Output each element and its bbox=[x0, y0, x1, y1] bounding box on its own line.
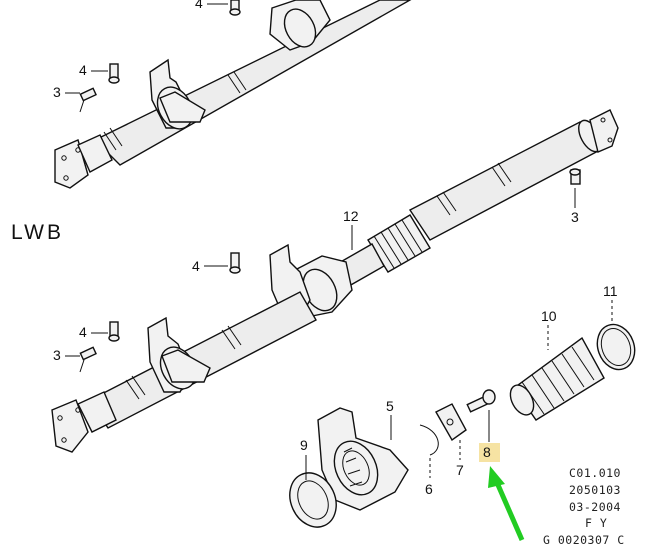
callout-12: 12 bbox=[343, 208, 359, 224]
callout-top-4b: 4 bbox=[195, 0, 203, 11]
part-6-clip: 6 bbox=[419, 424, 439, 497]
callout-8: 8 bbox=[483, 444, 491, 460]
callout-mid-4a: 4 bbox=[192, 258, 200, 274]
lwb-rear-flange-yoke bbox=[51, 391, 117, 453]
top-callouts: 4 4 3 bbox=[53, 0, 228, 100]
front-bolt-3 bbox=[569, 168, 581, 185]
part-11-clip: 11 bbox=[596, 283, 636, 371]
callout-top-4a: 4 bbox=[79, 62, 87, 78]
callout-11: 11 bbox=[603, 283, 618, 299]
ref-code-2: 2050103 bbox=[569, 483, 621, 497]
section-label-lwb: LWB bbox=[11, 221, 64, 244]
top-bolt-3 bbox=[79, 87, 97, 113]
part-10-gaiter: 10 bbox=[509, 308, 605, 421]
ref-code-1: C01.010 bbox=[569, 466, 621, 480]
lwb-propshaft bbox=[51, 109, 619, 453]
callout-top-3: 3 bbox=[53, 84, 61, 100]
lwb-front-flange bbox=[589, 109, 619, 153]
lwb-bolt-3 bbox=[79, 346, 97, 373]
lwb-callouts: 3 12 4 4 3 bbox=[53, 188, 579, 363]
ref-code-5: G 0020307 C bbox=[543, 533, 625, 547]
top-bolt-4b bbox=[229, 0, 241, 16]
top-bolt-4a bbox=[108, 63, 120, 84]
lwb-bolt-4-lower bbox=[108, 321, 120, 342]
lwb-bolt-4-upper bbox=[229, 252, 241, 274]
callout-8-highlight bbox=[479, 443, 500, 462]
lwb-upper-joint bbox=[287, 255, 353, 319]
ref-code-4: F Y bbox=[585, 516, 607, 530]
part-7-washer: 7 bbox=[435, 403, 467, 478]
callout-10: 10 bbox=[541, 308, 557, 324]
callout-right-3: 3 bbox=[571, 209, 579, 225]
callout-9: 9 bbox=[300, 437, 308, 453]
callout-mid-3: 3 bbox=[53, 347, 61, 363]
callout-5: 5 bbox=[386, 398, 394, 414]
callout-6: 6 bbox=[425, 481, 433, 497]
lwb-lower-centre-bearing bbox=[147, 316, 211, 393]
pointer-arrow bbox=[488, 466, 525, 541]
part-5-centre-bearing: 5 bbox=[317, 398, 409, 511]
callout-7: 7 bbox=[456, 462, 464, 478]
callout-mid-4b: 4 bbox=[79, 324, 87, 340]
top-centre-bearing bbox=[149, 58, 206, 130]
top-upper-joint bbox=[269, 0, 331, 51]
top-propshaft bbox=[54, 0, 412, 189]
ref-code-3: 03-2004 bbox=[569, 500, 621, 514]
part-8-bolt bbox=[466, 389, 496, 442]
part-9-seal: 9 bbox=[289, 437, 337, 528]
top-flange-yoke bbox=[54, 134, 113, 189]
reference-codes: C01.010 2050103 03-2004 F Y G 0020307 C bbox=[543, 466, 625, 547]
